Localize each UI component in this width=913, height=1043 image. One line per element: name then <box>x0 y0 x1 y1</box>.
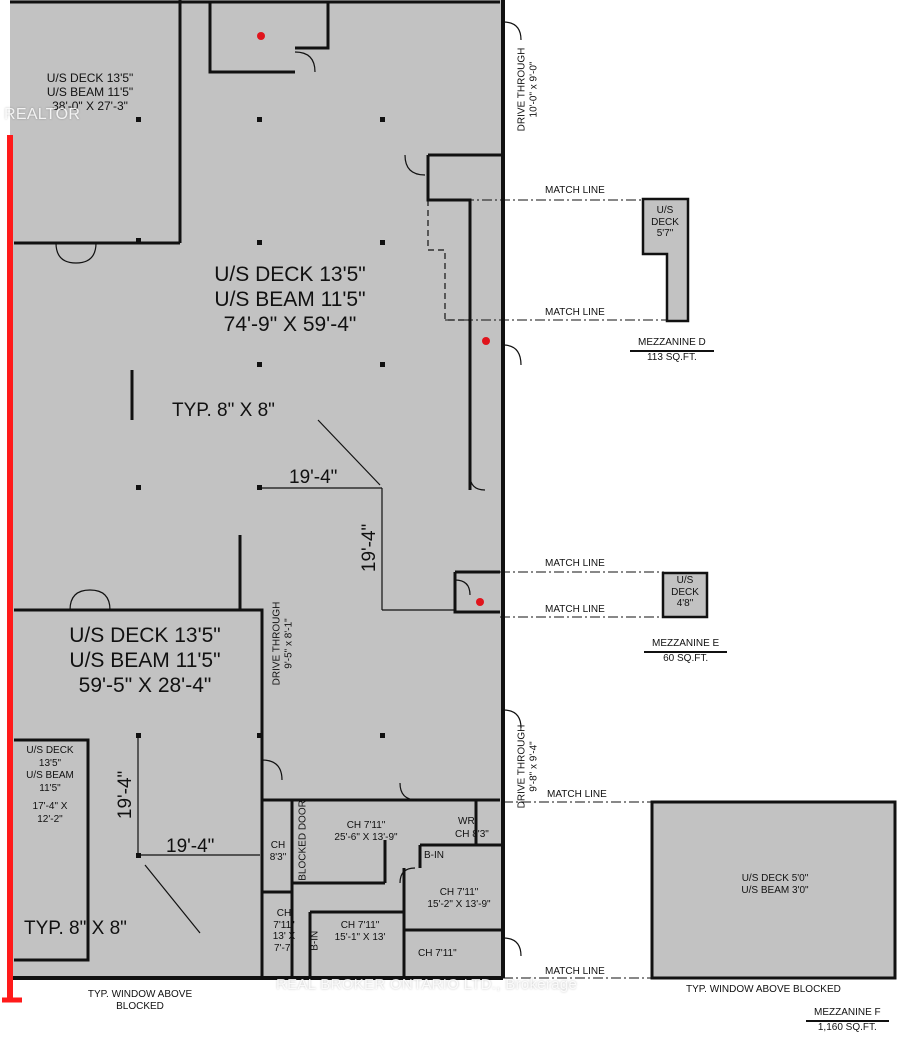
typ-column-lower: TYP. 8" X 8" <box>24 918 127 939</box>
typ-column-upper: TYP. 8" X 8" <box>172 400 275 421</box>
drive-through-middle-size: 9'-5" x 8'-1" <box>283 618 294 669</box>
door-swings <box>55 21 522 957</box>
wr-label: WR <box>458 816 475 827</box>
red-markers <box>257 32 490 606</box>
mezzanine-f-beam: U/S BEAM 3'0" <box>741 884 809 896</box>
realtor-watermark: REALTOR <box>4 106 81 123</box>
office-center-size: 15'-1" X 13' <box>334 931 386 943</box>
floor-area <box>10 0 502 978</box>
office-center-ch: CH 7'11" <box>340 920 380 931</box>
office-left-label: CH 7'11" 13' X 7'-7" <box>263 908 305 954</box>
mezzanine-d-title: MEZZANINE D <box>630 337 714 352</box>
main-unit-label: U/S DECK 13'5" U/S BEAM 11'5" 74'-9" X 5… <box>180 262 400 338</box>
office-mid-size: 15'-2" X 13'-9" <box>427 898 491 910</box>
mezzanine-e-area: 60 SQ.FT. <box>663 652 709 664</box>
drive-through-middle-label: DRIVE THROUGH <box>271 601 283 686</box>
office-large-ch: CH 7'11" <box>346 820 386 831</box>
dim-vertical-upper: 19'-4" <box>359 523 381 573</box>
floor-area-right <box>472 200 502 490</box>
mezzanine-e-title: MEZZANINE E <box>644 638 728 653</box>
top-left-beam: U/S BEAM 11'5" <box>46 84 134 99</box>
mezzanine-d-deck-a: U/S <box>656 205 674 216</box>
drive-through-top-size: 10'-0" x 9'-0" <box>528 61 539 118</box>
lower-left-deck: U/S DECK 13'5" <box>69 624 221 647</box>
mezzanine-d-deck: U/S DECK 5'7" <box>645 205 685 240</box>
mezzanine-d-caption: MEZZANINE D 113 SQ.FT. <box>630 337 714 363</box>
mezzanine-f-caption: MEZZANINE F 1,160 SQ.FT. <box>806 1007 889 1033</box>
drive-through-top: DRIVE THROUGH 10'-0" x 9'-0" <box>517 40 540 140</box>
office-left-c: 13' X <box>272 931 296 942</box>
brokerage-watermark: REAL BROKER ONTARIO LTD., Brokerage <box>276 976 578 993</box>
match-line-4: MATCH LINE <box>545 604 605 615</box>
exterior-walls <box>10 0 505 980</box>
main-size: 74'-9" X 59'-4" <box>223 313 357 337</box>
office-large-size: 25'-6" X 13'-9" <box>334 831 398 843</box>
mezzanine-f-deck: U/S DECK 5'0" <box>741 873 809 884</box>
main-beam: U/S BEAM 11'5" <box>214 288 366 312</box>
dim-vertical-lower: 19'-4" <box>115 770 137 820</box>
blocked-door-label: BLOCKED DOOR <box>297 800 309 881</box>
far-left-size-a: 17'-4" X <box>32 801 68 812</box>
mezzanine-f-area: 1,160 SQ.FT. <box>817 1021 877 1033</box>
office-mid-label: CH 7'11" 15'-2" X 13'-9" <box>414 887 504 910</box>
match-line-5: MATCH LINE <box>547 789 607 800</box>
window-note-right: TYP. WINDOW ABOVE BLOCKED <box>686 984 841 995</box>
window-note-left-a: TYP. WINDOW ABOVE <box>87 989 193 1000</box>
office-center-label: CH 7'11" 15'-1" X 13' <box>320 920 400 943</box>
office-left-a: CH <box>276 908 292 919</box>
office-mid-ch: CH 7'11" <box>439 887 479 898</box>
match-line-6: MATCH LINE <box>545 966 605 977</box>
mezzanine-d-shape <box>641 197 690 323</box>
mezzanine-f-shape <box>650 800 897 980</box>
window-note-left-b: BLOCKED <box>116 1000 164 1012</box>
drive-through-middle: DRIVE THROUGH 9'-5" x 8'-1" <box>272 594 295 694</box>
drive-through-top-label: DRIVE THROUGH <box>516 47 528 132</box>
lower-left-size: 59'-5" X 28'-4" <box>78 674 212 698</box>
ch-small-label: CH 8'3" <box>264 840 292 863</box>
lower-left-unit-label: U/S DECK 13'5" U/S BEAM 11'5" 59'-5" X 2… <box>30 623 260 699</box>
far-left-deck-b: 13'5" <box>38 757 62 769</box>
wr-ch-label: CH 8'3" <box>455 829 489 840</box>
far-left-beam-b: 11'5" <box>39 782 61 794</box>
window-note-left: TYP. WINDOW ABOVE BLOCKED <box>65 989 215 1012</box>
mezzanine-d-area: 113 SQ.FT. <box>646 351 697 363</box>
dimension-lines <box>137 419 455 934</box>
ch-small-b: 8'3" <box>269 851 287 863</box>
dim-horizontal-upper: 19'-4" <box>289 467 338 488</box>
mezzanine-e-caption: MEZZANINE E 60 SQ.FT. <box>644 638 728 664</box>
drive-through-bottom: DRIVE THROUGH 9'-8" x 9'-4" <box>517 717 540 817</box>
built-in-label-1: B-IN <box>424 850 444 861</box>
mezzanine-e-deck-b: DECK <box>671 586 699 598</box>
main-deck: U/S DECK 13'5" <box>214 263 366 286</box>
ch-small-a: CH <box>270 840 286 851</box>
match-line-2: MATCH LINE <box>545 307 605 318</box>
mezzanine-e-deck-c: 4'8" <box>676 598 694 609</box>
drive-through-bottom-label: DRIVE THROUGH <box>516 724 528 809</box>
mezzanine-e-shape <box>661 571 709 619</box>
office-corner-label: CH 7'11" <box>418 948 457 959</box>
top-left-size: 38'-0" X 27'-3" <box>52 98 128 113</box>
match-lines <box>428 199 685 979</box>
mezzanine-e-deck: U/S DECK 4'8" <box>664 575 706 610</box>
lower-left-beam: U/S BEAM 11'5" <box>69 649 221 673</box>
match-line-1: MATCH LINE <box>545 185 605 196</box>
dim-horizontal-lower: 19'-4" <box>166 836 215 857</box>
far-left-unit-label: U/S DECK 13'5" U/S BEAM 11'5" 17'-4" X 1… <box>14 745 86 826</box>
mezzanine-e-deck-a: U/S <box>676 575 694 586</box>
mezzanine-d-deck-c: 5'7" <box>656 228 674 239</box>
mezzanine-d-deck-b: DECK <box>651 216 679 228</box>
mezzanine-f-title: MEZZANINE F <box>806 1007 889 1022</box>
office-left-d: 7'-7" <box>274 942 294 954</box>
office-large-label: CH 7'11" 25'-6" X 13'-9" <box>316 820 416 843</box>
drive-through-bottom-size: 9'-8" x 9'-4" <box>528 741 539 792</box>
top-left-unit-label: U/S DECK 13'5" U/S BEAM 11'5" 38'-0" X 2… <box>40 71 140 113</box>
far-left-beam-a: U/S BEAM <box>26 770 74 781</box>
match-line-3: MATCH LINE <box>545 558 605 569</box>
far-left-size-b: 12'-2" <box>37 813 63 825</box>
office-left-b: 7'11" <box>273 919 295 931</box>
top-left-deck: U/S DECK 13'5" <box>46 71 134 85</box>
mezzanine-f-deck-label: U/S DECK 5'0" U/S BEAM 3'0" <box>700 873 850 896</box>
far-left-deck-a: U/S DECK <box>26 745 74 756</box>
